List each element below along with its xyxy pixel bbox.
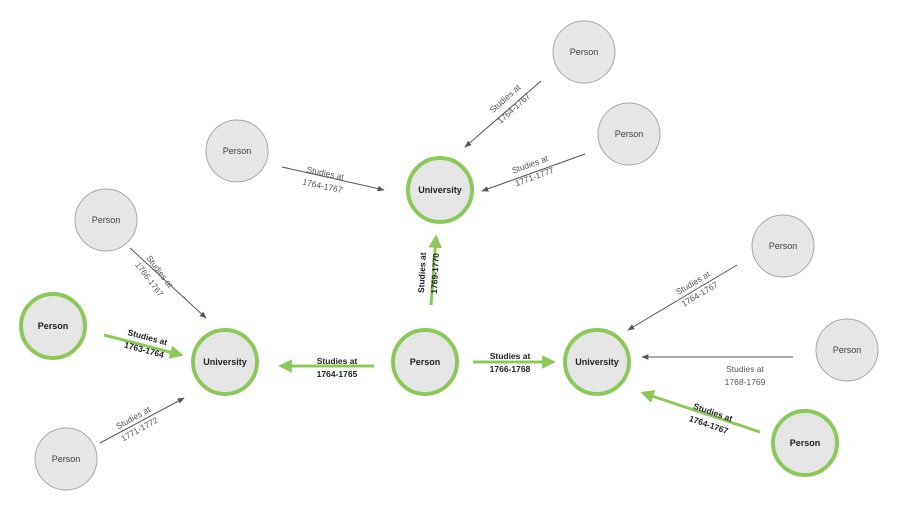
edge-line [129,247,207,319]
node-circle[interactable] [815,318,879,382]
node-label: Person [769,241,798,251]
node-circle[interactable] [74,188,138,252]
node-circle[interactable] [552,20,616,84]
edge-label-relation: Studies at [317,356,358,366]
node-person-right-mid[interactable]: Person [815,318,879,382]
edge-label-relation: Studies at [490,351,531,361]
edge-person-center-to-uni-right: Studies at 1766-1768 [473,351,556,374]
node-uni-top[interactable]: University [406,156,474,224]
node-label: Person [410,357,441,367]
node-label: Person [52,454,81,464]
node-person-left[interactable]: Person [19,292,87,360]
edge-label-relation: Studies at [416,252,428,293]
node-person-left-upper[interactable]: Person [74,188,138,252]
node-circle[interactable] [563,328,631,396]
edge-line [640,390,761,434]
edge-person-top-c-to-uni-top: Studies at1764-1767 [281,164,385,195]
edge-label: Studies at1764-1767 [688,401,734,436]
edge-label: Studies at 1768-1769 [725,364,766,387]
node-label: Person [790,438,821,448]
edge-line [627,264,738,331]
node-label: Person [570,47,599,57]
node-person-center[interactable]: Person [391,328,459,396]
node-label: Person [38,321,69,331]
node-person-top-b[interactable]: Person [597,102,661,166]
node-person-bottom-right[interactable]: Person [771,409,839,477]
edge-label: Studies at1771-1777 [509,153,555,189]
node-label: Person [223,146,252,156]
node-circle[interactable] [406,156,474,224]
edge-person-right-upper-to-uni-right: Studies at1764-1767 [627,264,738,331]
edge-line [428,234,442,306]
node-circle[interactable] [391,328,459,396]
node-circle[interactable] [191,328,259,396]
edge-label-years: 1769-1770 [429,253,441,294]
node-uni-left[interactable]: University [191,328,259,396]
node-person-left-lower[interactable]: Person [34,427,98,491]
edge-person-left-to-uni-left: Studies at1763-1764 [103,327,184,360]
edge-label: Studies at 1766-1768 [490,351,531,374]
edge-label-relation: Studies at [726,364,764,374]
node-label: Person [92,215,121,225]
node-label: Person [615,129,644,139]
edge-line [99,397,185,444]
node-label: Person [833,345,862,355]
edge-label: Studies at1764-1767 [302,164,347,195]
edge-label: Studies at1769-1770 [416,252,441,294]
edge-label: Studies at1764-1767 [487,81,533,125]
node-circle[interactable] [597,102,661,166]
node-label: University [575,357,619,367]
edge-person-bottom-right-to-uni-right: Studies at1764-1767 [640,390,761,436]
node-uni-right[interactable]: University [563,328,631,396]
edge-line [103,333,184,359]
edge-line [464,80,542,148]
edge-person-left-lower-to-uni-left: Studies at1771-1772 [99,397,185,444]
edge-line [481,153,586,192]
edge-label: Studies at1764-1767 [673,268,720,309]
edge-label: Studies at1763-1764 [123,327,168,360]
edge-line [281,166,385,192]
node-person-top-a[interactable]: Person [552,20,616,84]
edge-label: Studies at1766-1767 [133,252,176,299]
node-circle[interactable] [751,214,815,278]
node-label: University [418,185,462,195]
node-circle[interactable] [34,427,98,491]
edge-person-left-upper-to-uni-left: Studies at1766-1767 [129,247,207,319]
edge-label-years: 1764-1765 [317,369,358,379]
edge-person-center-to-uni-left: Studies at 1764-1765 [278,356,374,379]
edge-person-right-mid-to-uni-right: Studies at 1768-1769 [641,354,793,387]
edge-person-top-b-to-uni-top: Studies at1771-1777 [481,153,586,192]
node-label: University [203,357,247,367]
node-circle[interactable] [205,119,269,183]
node-person-top-c[interactable]: Person [205,119,269,183]
edge-person-top-a-to-uni-top: Studies at1764-1767 [464,80,542,148]
node-circle[interactable] [771,409,839,477]
edge-label-years: 1766-1768 [490,364,531,374]
node-circle[interactable] [19,292,87,360]
node-person-right-upper[interactable]: Person [751,214,815,278]
edge-label: Studies at 1764-1765 [317,356,358,379]
edge-label-years: 1768-1769 [725,377,766,387]
edge-person-center-to-uni-top: Studies at1769-1770 [416,234,442,306]
